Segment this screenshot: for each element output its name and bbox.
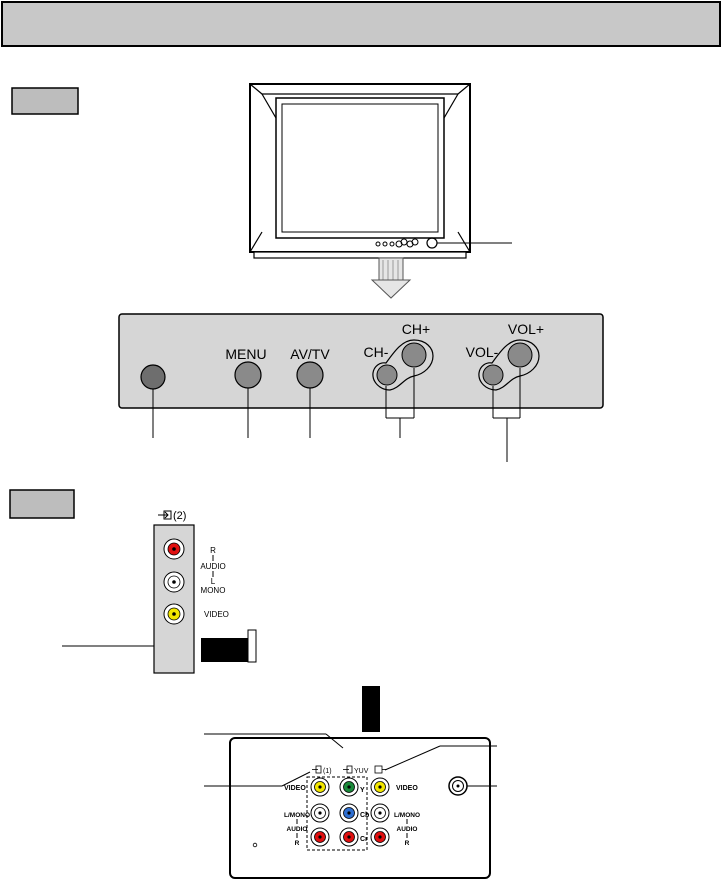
rear-audio-r-out-jack[interactable] xyxy=(370,827,390,847)
side-audio-l-label: L xyxy=(211,577,216,586)
yuv-label: YUV xyxy=(354,768,369,775)
rear-video-left-label: VIDEO xyxy=(284,785,306,792)
side-audio-r-label: R xyxy=(210,546,216,555)
rear-panel: (1) YUV xyxy=(204,733,497,879)
rear-r-right-label: R xyxy=(405,840,410,847)
ch-plus-button[interactable] xyxy=(401,342,427,368)
rear-audio-l-out-jack[interactable] xyxy=(370,803,390,823)
rear-audio-r-in-jack[interactable] xyxy=(310,827,330,847)
rear-audio-right-label: AUDIO xyxy=(397,826,418,833)
vol-plus-button[interactable] xyxy=(507,342,533,368)
front-control-panel: MENU AV/TV CH- CH+ VOL- VOL+ xyxy=(118,313,604,409)
rear-cr-label: Cr xyxy=(360,836,368,843)
section-tab-side xyxy=(9,489,75,519)
plug-illustration xyxy=(201,629,257,663)
input1-label: (1) xyxy=(323,768,332,775)
rear-video-right-label: VIDEO xyxy=(396,785,418,792)
side-mono-label: MONO xyxy=(201,586,226,595)
yuv-icon xyxy=(343,765,353,774)
rear-lmono-right-label: L/MONO xyxy=(394,812,420,819)
rear-cr-jack[interactable] xyxy=(339,827,359,847)
menu-button[interactable] xyxy=(234,361,262,389)
rear-y-jack[interactable] xyxy=(339,777,359,797)
input-arrow-icon xyxy=(158,510,172,520)
rear-lmono-left-label: L/MONO xyxy=(284,812,310,819)
section-tab-front xyxy=(11,87,79,115)
vol-minus-button[interactable] xyxy=(482,364,504,386)
plug-bar xyxy=(362,686,380,732)
rear-y-label: Y xyxy=(360,787,365,794)
side-input-label: (2) xyxy=(173,510,186,522)
tv-front-illustration xyxy=(249,83,512,259)
vol-minus-label: VOL- xyxy=(466,344,499,360)
rear-cb-jack[interactable] xyxy=(339,803,359,823)
rear-video-out-jack[interactable] xyxy=(370,777,390,797)
vol-plus-label: VOL+ xyxy=(508,321,544,337)
component-group-outline xyxy=(306,776,368,851)
side-video-label: VIDEO xyxy=(204,610,229,619)
header-bar xyxy=(1,1,721,47)
menu-button-label: MENU xyxy=(225,346,266,362)
side-av-panel: (2) R AUDIO L MONO VIDEO xyxy=(62,510,229,674)
rear-cb-label: Cb xyxy=(360,812,369,819)
side-audio-r-jack[interactable] xyxy=(163,538,185,560)
av-tv-button[interactable] xyxy=(296,361,324,389)
input1-icon xyxy=(312,765,322,774)
zoom-down-arrow xyxy=(370,257,412,299)
ch-minus-label: CH- xyxy=(364,344,389,360)
screw-hole xyxy=(252,842,258,848)
antenna-jack[interactable] xyxy=(448,776,468,796)
rear-r-left-label: R xyxy=(295,840,300,847)
ch-minus-button[interactable] xyxy=(376,364,398,386)
rear-audio-l-in-jack[interactable] xyxy=(310,803,330,823)
side-audio-l-jack[interactable] xyxy=(163,571,185,593)
rear-audio-left-label: AUDIO xyxy=(287,826,308,833)
front-callout-lines xyxy=(152,368,521,462)
ch-plus-label: CH+ xyxy=(402,321,430,337)
power-sensor-button[interactable] xyxy=(140,364,166,390)
side-audio-label: AUDIO xyxy=(200,562,225,571)
output-icon xyxy=(374,765,386,774)
side-video-jack[interactable] xyxy=(163,603,185,625)
av-tv-button-label: AV/TV xyxy=(290,346,330,362)
rear-video-in-jack[interactable] xyxy=(310,777,330,797)
